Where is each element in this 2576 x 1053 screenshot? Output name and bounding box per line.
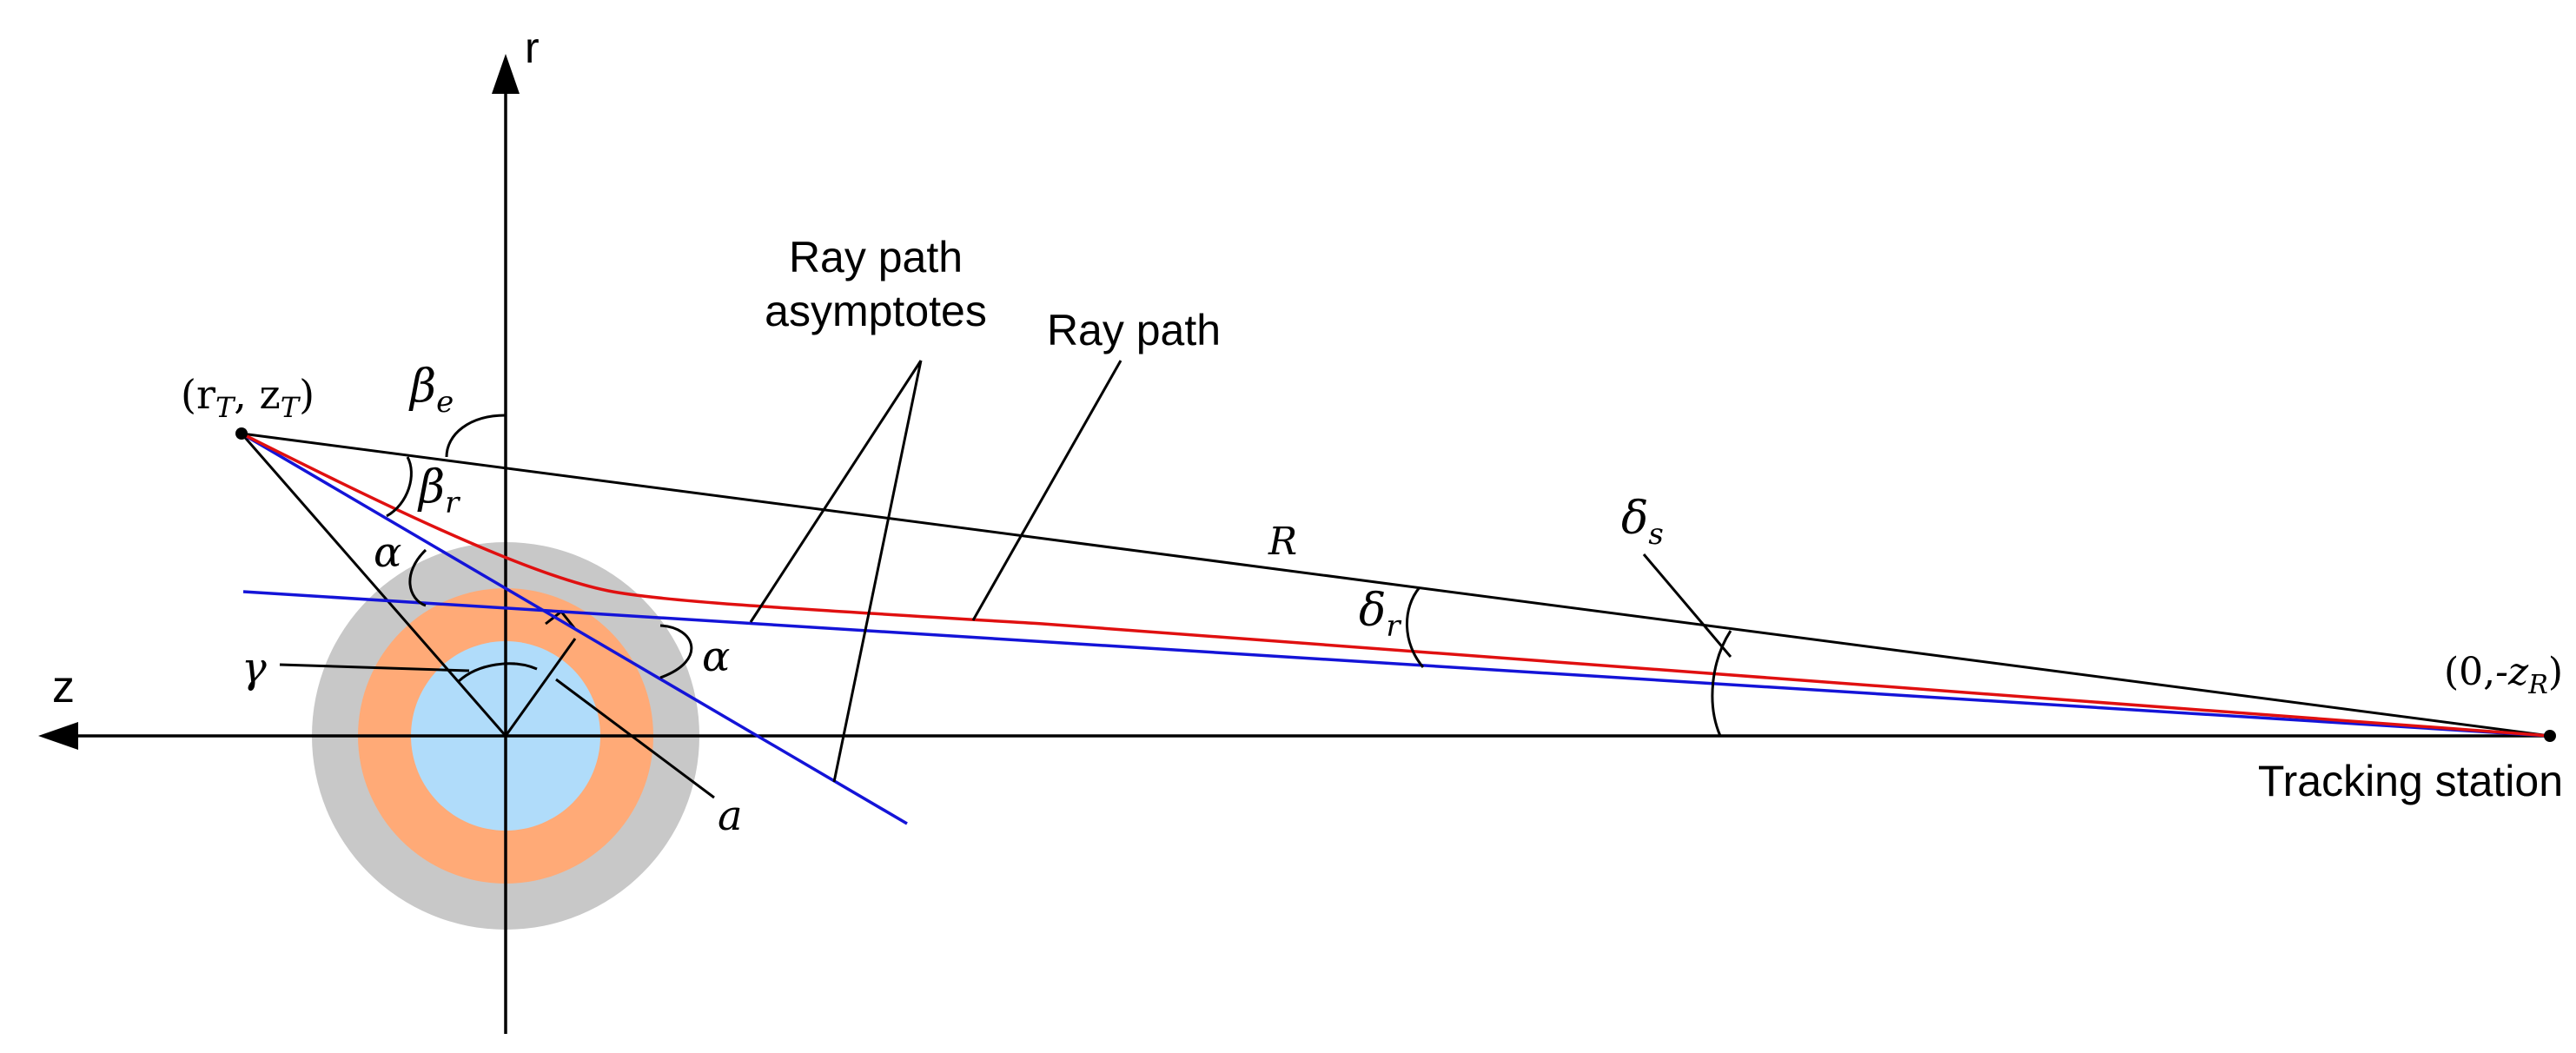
R-label: R (1268, 520, 1297, 564)
beta-r-arc (386, 456, 413, 518)
tracking-station-label: Tracking station (2258, 757, 2563, 805)
delta-s-leader (1642, 553, 1732, 658)
delta-r-arc (1406, 586, 1425, 668)
ray-path-label: Ray path (1047, 306, 1221, 354)
a-label: a (718, 791, 743, 840)
asymptotes-leader-2 (832, 360, 923, 783)
asymptote-far (242, 590, 2551, 738)
beta-e-label: βe (408, 361, 454, 420)
beta-e-arc (445, 414, 507, 458)
alpha-upper-arc (408, 548, 427, 607)
ray-path-asymptotes-label-1: Ray path (789, 233, 963, 281)
line-of-sight-R (241, 432, 2551, 738)
delta-s-label: δs (1621, 493, 1664, 552)
z-axis-arrowhead (38, 722, 78, 750)
alpha-upper-label: α (374, 528, 401, 577)
gamma-arc (457, 662, 538, 683)
r-axis-arrowhead (492, 54, 520, 94)
station-coord-label: (0,-zR) (2444, 650, 2563, 700)
delta-s-arc (1711, 630, 1732, 737)
a-leader (555, 678, 715, 799)
gamma-label: γ (242, 644, 267, 692)
asymptote-near (241, 432, 908, 825)
ray-path-leader (971, 360, 1122, 621)
gamma-leader (279, 663, 470, 672)
z-axis-label: z (52, 662, 75, 712)
asymptotes-leader-1 (749, 360, 923, 623)
alpha-lower-arc (659, 624, 693, 679)
station-point (2544, 730, 2556, 742)
target-point (235, 427, 248, 440)
beta-r-label: βr (417, 461, 460, 520)
ray-path-asymptotes-label-2: asymptotes (765, 287, 987, 335)
perpendicular-radius-a (504, 638, 577, 737)
delta-r-label: δr (1359, 585, 1401, 644)
ray-path-curve (241, 432, 2551, 738)
alpha-lower-label: α (702, 632, 730, 681)
radius-to-target (240, 433, 507, 737)
r-axis-label: r (525, 23, 540, 72)
target-coord-label: (rT, zT) (181, 371, 315, 424)
